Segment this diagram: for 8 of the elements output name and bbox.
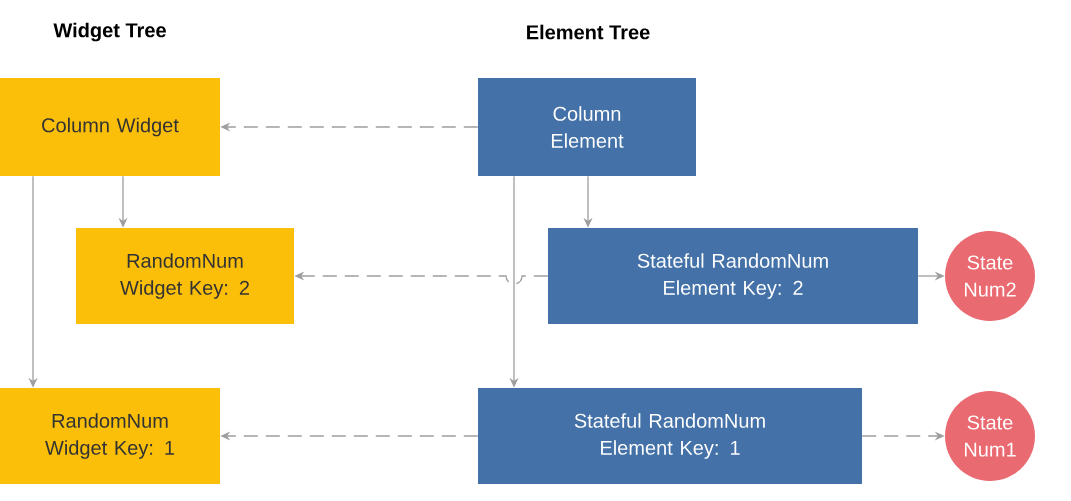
element-box: Stateful RandomNum Element Key: 1 [478, 388, 862, 484]
widget-box: Column Widget [0, 78, 220, 176]
element-box: Column Element [478, 78, 696, 176]
widget-box: RandomNum Widget Key: 1 [0, 388, 220, 484]
tree-heading: Widget Tree [53, 22, 166, 42]
widget-box: RandomNum Widget Key: 2 [76, 228, 294, 324]
tree-heading: Element Tree [527, 24, 650, 40]
element-box: Stateful RandomNum Element Key: 2 [548, 228, 918, 324]
